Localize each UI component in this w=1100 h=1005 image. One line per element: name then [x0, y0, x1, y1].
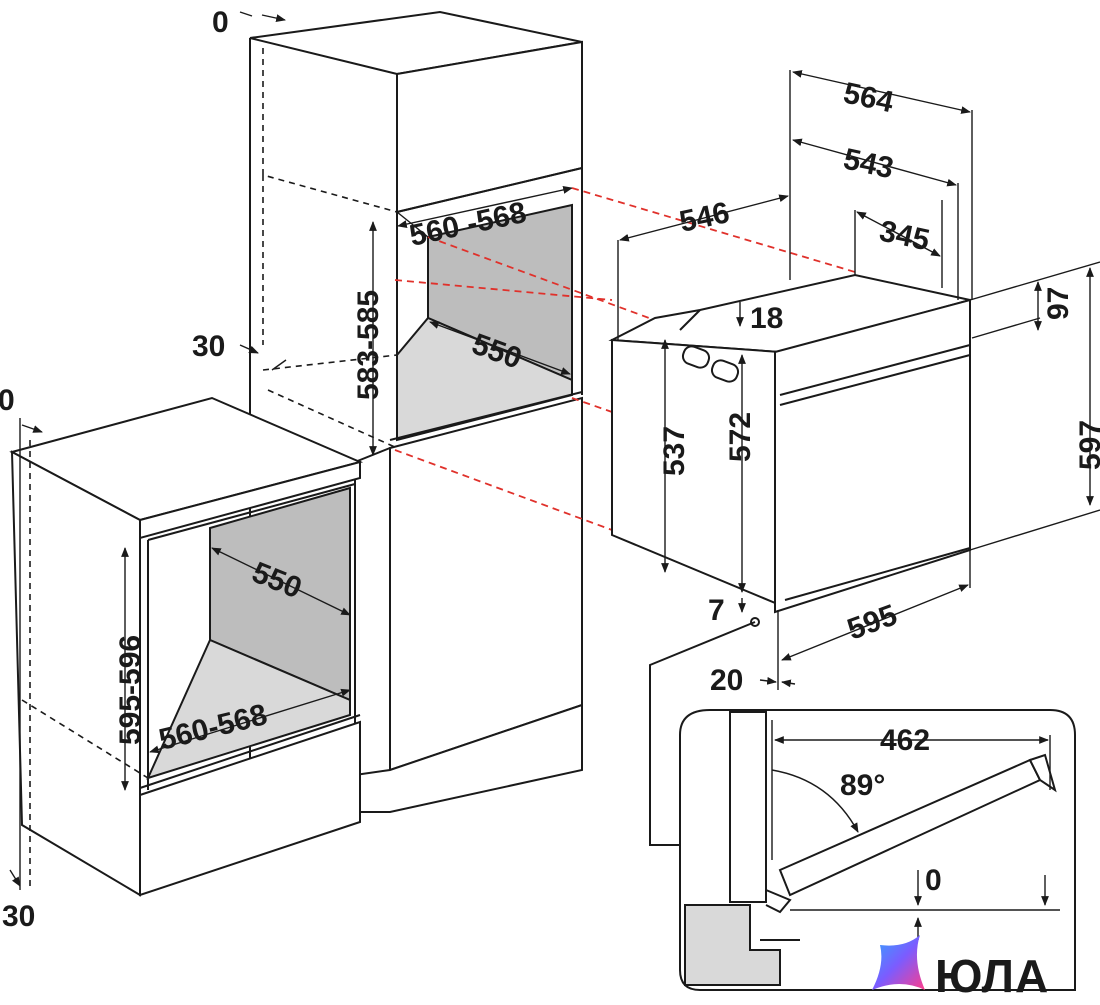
- dim-oven-top-step: 18: [750, 302, 783, 335]
- dim-oven-top-depth: 345: [877, 215, 933, 258]
- dim-door-gap: 0: [925, 864, 942, 897]
- dim-under-niche-height: 595-596: [114, 635, 147, 745]
- dim-oven-width: 595: [843, 598, 901, 646]
- dim-oven-body-depth: 543: [841, 143, 897, 186]
- dim-door-open-depth: 462: [880, 724, 930, 757]
- oven-unit: [608, 70, 1100, 690]
- dim-oven-body-height: 537: [658, 426, 691, 476]
- dim-oven-bottom-gap: 7: [708, 594, 725, 627]
- dim-oven-total-height: 597: [1074, 420, 1100, 470]
- brand-watermark: ЮЛА: [872, 935, 1049, 1002]
- dim-oven-top-offset: 97: [1042, 287, 1075, 320]
- dim-door-angle: 89°: [840, 769, 885, 802]
- dim-column-top-gap: 0: [212, 6, 229, 39]
- dim-under-top-gap: 0: [0, 384, 15, 417]
- dim-column-niche-height: 583-585: [352, 290, 385, 400]
- dim-oven-total-depth: 564: [841, 77, 897, 120]
- star-logo-icon: [872, 935, 925, 990]
- dim-oven-front-thickness: 20: [710, 664, 743, 697]
- dim-under-bottom-gap: 30: [2, 900, 35, 933]
- dim-oven-front-height: 572: [724, 412, 757, 462]
- dim-column-back-gap: 30: [192, 330, 225, 363]
- under-counter-cabinet: [9, 396, 364, 897]
- brand-name: ЮЛА: [935, 950, 1049, 1002]
- door-detail-callout: [649, 621, 1076, 991]
